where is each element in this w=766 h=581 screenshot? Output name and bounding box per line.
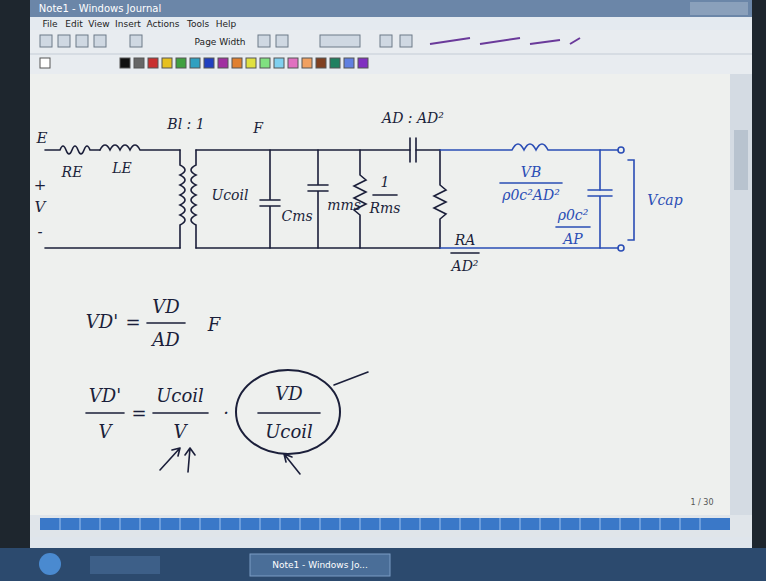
transformer-ratio: AD : AD² bbox=[382, 111, 444, 125]
fraction-denominator: Ucoil bbox=[265, 423, 313, 441]
menu-item: Help bbox=[216, 20, 237, 29]
equation-term: VD' bbox=[86, 313, 118, 331]
menu-item: Insert bbox=[115, 20, 141, 29]
fraction-denominator: V bbox=[99, 423, 112, 441]
page-number: 1 / 30 bbox=[690, 499, 713, 507]
fraction-denominator: V bbox=[174, 423, 187, 441]
transformer-ratio: Bl : 1 bbox=[167, 117, 204, 131]
force-label: F bbox=[253, 121, 263, 135]
voltage-label: Vcap bbox=[647, 193, 682, 207]
menu-item: File bbox=[42, 20, 57, 29]
fraction-denominator: Rms bbox=[369, 201, 400, 215]
voltage-label: Ucoil bbox=[211, 188, 248, 202]
menu-item: Edit bbox=[65, 20, 82, 29]
component-label: mms bbox=[327, 198, 361, 212]
equation-sign: = bbox=[125, 314, 140, 332]
menu-item: Actions bbox=[147, 20, 180, 29]
equation-sign: · bbox=[223, 404, 229, 422]
current-label: E bbox=[37, 131, 48, 146]
voltage-label: V bbox=[35, 200, 46, 215]
taskbar-button: Note1 - Windows Jo... bbox=[272, 561, 368, 570]
fraction-numerator: 1 bbox=[381, 175, 390, 189]
polarity-sign: + bbox=[34, 178, 47, 193]
component-label: Cms bbox=[281, 209, 312, 223]
fraction-denominator: AD bbox=[152, 331, 179, 349]
fraction-numerator: VD bbox=[275, 385, 302, 403]
fraction-numerator: Ucoil bbox=[156, 387, 204, 405]
fraction-denominator: AD² bbox=[452, 259, 479, 273]
fraction-numerator: VB bbox=[521, 165, 541, 179]
menu-item: View bbox=[88, 20, 109, 29]
equation-sign: = bbox=[131, 405, 146, 423]
polarity-sign: - bbox=[37, 225, 42, 240]
fraction-numerator: RA bbox=[455, 233, 476, 247]
fraction-denominator: ρ0c²AD² bbox=[502, 188, 560, 202]
toolbar-dropdown: Page Width bbox=[195, 38, 246, 47]
window-title: Note1 - Windows Journal bbox=[39, 4, 161, 14]
component-label: LE bbox=[112, 161, 132, 175]
equation-term: F bbox=[208, 316, 221, 334]
menu-item: Tools bbox=[187, 20, 209, 29]
fraction-numerator: VD' bbox=[89, 387, 121, 405]
fraction-numerator: VD bbox=[152, 298, 179, 316]
fraction-denominator: AP bbox=[563, 232, 583, 246]
fraction-numerator: ρ0c² bbox=[558, 208, 589, 222]
component-label: RE bbox=[62, 165, 83, 179]
